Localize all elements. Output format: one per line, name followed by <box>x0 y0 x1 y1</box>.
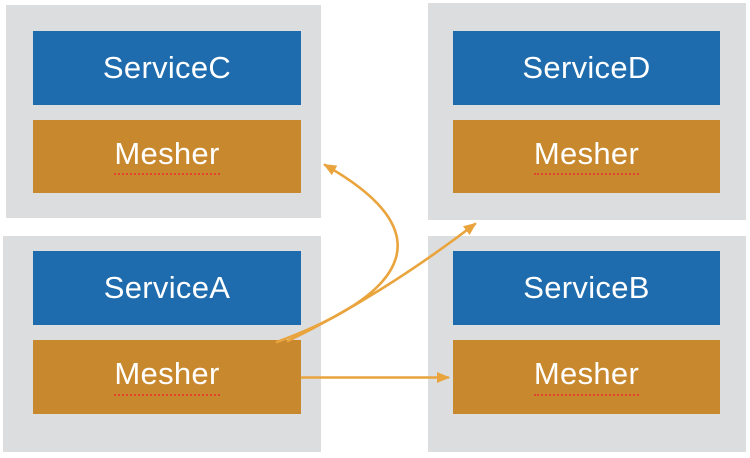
mesher-box-top-right: Mesher <box>453 120 720 193</box>
node-group-top-right: ServiceD Mesher <box>428 3 746 220</box>
node-group-bottom-right: ServiceB Mesher <box>428 236 746 452</box>
mesher-label-top-right: Mesher <box>533 137 640 176</box>
serviced-label: ServiceD <box>522 49 651 85</box>
serviceb-label: ServiceB <box>523 269 650 305</box>
servicec-label: ServiceC <box>102 49 232 85</box>
mesher-label-top-left: Mesher <box>114 137 220 176</box>
servicea-box: ServiceA <box>33 251 301 325</box>
node-group-top-left: ServiceC Mesher <box>6 5 321 218</box>
mesher-label-bottom-left: Mesher <box>114 358 220 396</box>
mesher-label-bottom-right: Mesher <box>533 358 640 396</box>
mesher-box-top-left: Mesher <box>33 120 301 193</box>
servicea-label: ServiceA <box>103 269 231 305</box>
mesher-box-bottom-right: Mesher <box>453 340 720 414</box>
servicec-box: ServiceC <box>33 31 301 105</box>
mesher-box-bottom-left: Mesher <box>33 340 301 414</box>
serviceb-box: ServiceB <box>453 251 720 325</box>
node-group-bottom-left: ServiceA Mesher <box>3 236 321 452</box>
serviced-box: ServiceD <box>453 31 720 105</box>
